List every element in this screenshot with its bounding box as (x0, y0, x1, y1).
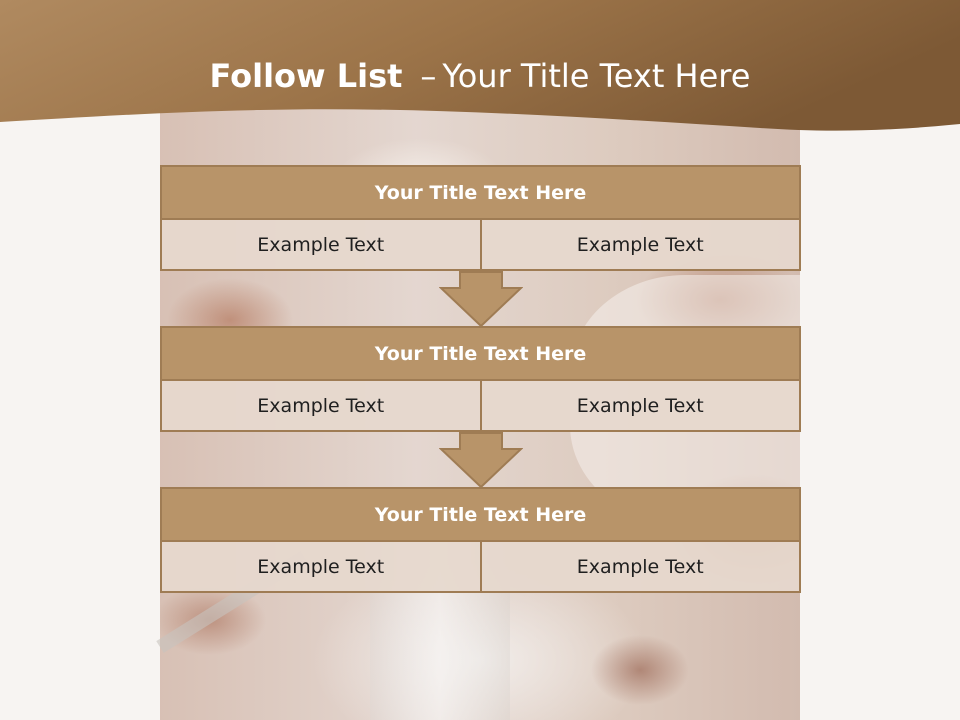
step-cell-left: Example Text (160, 542, 482, 593)
step-row: Example Text Example Text (160, 381, 801, 432)
slide-title: Follow List–Your Title Text Here (0, 52, 960, 100)
step-block-3: Your Title Text Here Example Text Exampl… (160, 487, 801, 593)
down-arrow-icon (439, 271, 523, 328)
step-title: Your Title Text Here (160, 487, 801, 542)
title-bold: Follow List (209, 57, 403, 95)
step-cell-right: Example Text (479, 542, 801, 593)
title-rest: Your Title Text Here (442, 57, 751, 95)
step-block-2: Your Title Text Here Example Text Exampl… (160, 326, 801, 432)
step-row: Example Text Example Text (160, 542, 801, 593)
step-title: Your Title Text Here (160, 165, 801, 220)
step-block-1: Your Title Text Here Example Text Exampl… (160, 165, 801, 271)
header-wave (0, 0, 960, 131)
step-cell-right: Example Text (479, 220, 801, 271)
step-cell-left: Example Text (160, 381, 482, 432)
step-cell-right: Example Text (479, 381, 801, 432)
step-title: Your Title Text Here (160, 326, 801, 381)
step-cell-left: Example Text (160, 220, 482, 271)
title-dash: – (420, 57, 437, 95)
step-row: Example Text Example Text (160, 220, 801, 271)
down-arrow-icon (439, 432, 523, 489)
